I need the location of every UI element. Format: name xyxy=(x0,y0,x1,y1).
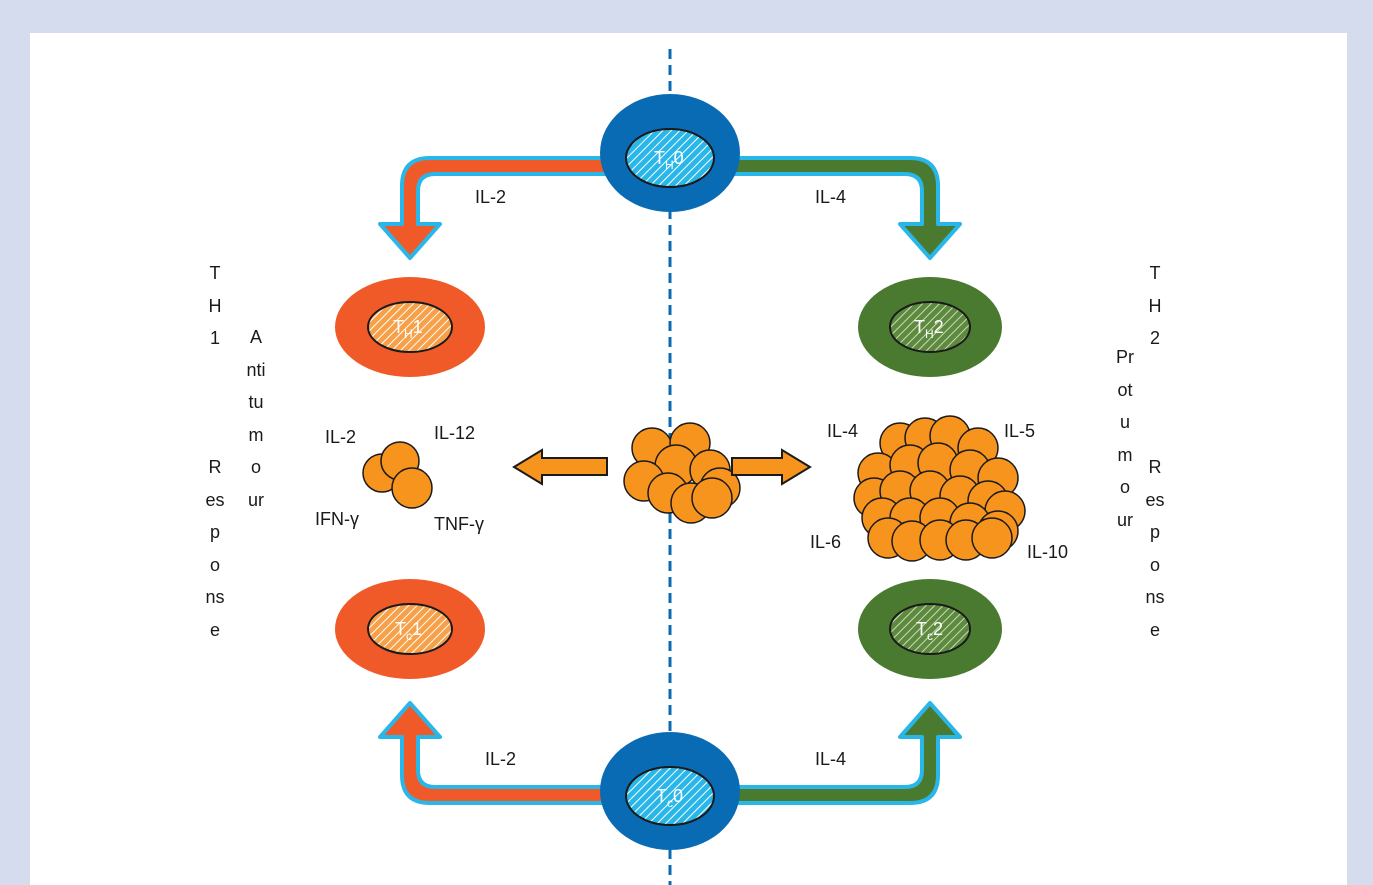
th2-cell: TH2 xyxy=(858,277,1002,377)
label-response-left: Response xyxy=(205,457,225,640)
tc1-label: Tc1 xyxy=(395,619,422,643)
arrow-label-top-left: IL-2 xyxy=(475,187,506,207)
th0-cell: TH0 xyxy=(600,94,740,212)
tc0-label: Tc0 xyxy=(656,786,683,810)
immune-response-diagram: IL-2 IL-4 IL-2 IL-4 TH0 Tc0 TH1 Tc1 xyxy=(315,49,1068,885)
th2-label: TH2 xyxy=(914,317,944,341)
cytokine-il5: IL-5 xyxy=(1004,421,1035,441)
arrow-th0-to-th2 xyxy=(723,156,962,260)
arrow-tc0-to-tc2 xyxy=(723,701,962,805)
cytokine-il6: IL-6 xyxy=(810,532,841,552)
cytokine-il10: IL-10 xyxy=(1027,542,1068,562)
arrow-label-top-right: IL-4 xyxy=(815,187,846,207)
tc2-cell: Tc2 xyxy=(858,579,1002,679)
cytokine-il12: IL-12 xyxy=(434,423,475,443)
th1-label: TH1 xyxy=(393,317,423,341)
arrow-label-bottom-left: IL-2 xyxy=(485,749,516,769)
tumour-cluster-right xyxy=(853,415,1026,562)
label-response-right: Response xyxy=(1145,457,1165,640)
label-protumour: Protumour xyxy=(1116,347,1134,530)
arrow-center-to-right xyxy=(731,448,812,486)
tc1-cell: Tc1 xyxy=(335,579,485,679)
th1-cell: TH1 xyxy=(335,277,485,377)
tumour-cluster-left xyxy=(362,441,433,509)
cytokine-il2-left: IL-2 xyxy=(325,427,356,447)
arrow-th0-to-th1 xyxy=(378,156,617,260)
label-antitumour: Antitumour xyxy=(246,327,266,510)
label-th1: TH1 xyxy=(208,263,222,348)
tc0-cell: Tc0 xyxy=(600,732,740,850)
cytokine-il4: IL-4 xyxy=(827,421,858,441)
cytokine-ifn-gamma: IFN-γ xyxy=(315,509,359,529)
th0-label: TH0 xyxy=(654,148,684,172)
diagram-panel: IL-2 IL-4 IL-2 IL-4 TH0 Tc0 TH1 Tc1 xyxy=(30,33,1347,885)
label-th2: TH2 xyxy=(1148,263,1162,348)
arrow-tc0-to-tc1 xyxy=(378,701,617,805)
arrow-label-bottom-right: IL-4 xyxy=(815,749,846,769)
tc2-label: Tc2 xyxy=(916,619,943,643)
cytokine-tnf-gamma: TNF-γ xyxy=(434,514,484,534)
arrow-center-to-left xyxy=(512,448,608,486)
tumour-cluster-center xyxy=(623,422,741,524)
